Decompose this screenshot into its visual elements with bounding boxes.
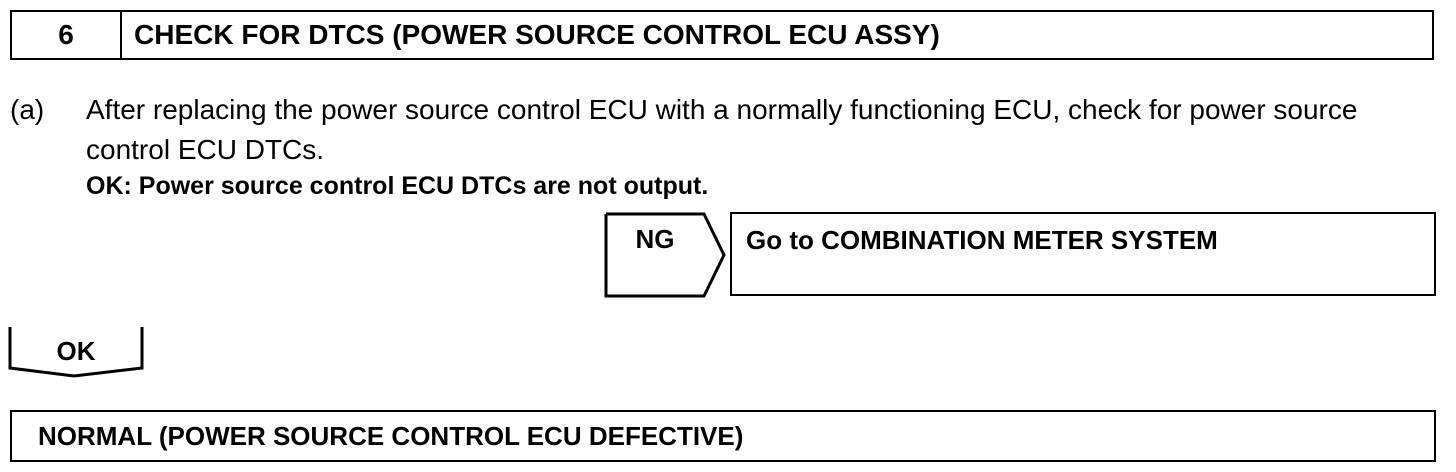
ng-result-text: Go to COMBINATION METER SYSTEM [746, 225, 1218, 255]
ng-arrow-shape [604, 212, 726, 298]
instruction-text: After replacing the power source control… [86, 94, 1358, 165]
ok-criterion: OK: Power source control ECU DTCs are no… [86, 172, 709, 200]
ok-arrow-shape [8, 327, 144, 378]
instruction-marker: (a) [10, 94, 45, 125]
step-header-box [10, 10, 1434, 60]
final-result-box [10, 410, 1436, 462]
ng-result-box [730, 212, 1436, 296]
step-header-divider [120, 10, 122, 60]
ng-label: NG [635, 223, 675, 254]
final-result-text: NORMAL (POWER SOURCE CONTROL ECU DEFECTI… [38, 420, 744, 451]
step-title: CHECK FOR DTCS (POWER SOURCE CONTROL ECU… [134, 19, 940, 50]
step-number: 6 [58, 19, 74, 50]
ok-label: OK [56, 335, 96, 366]
